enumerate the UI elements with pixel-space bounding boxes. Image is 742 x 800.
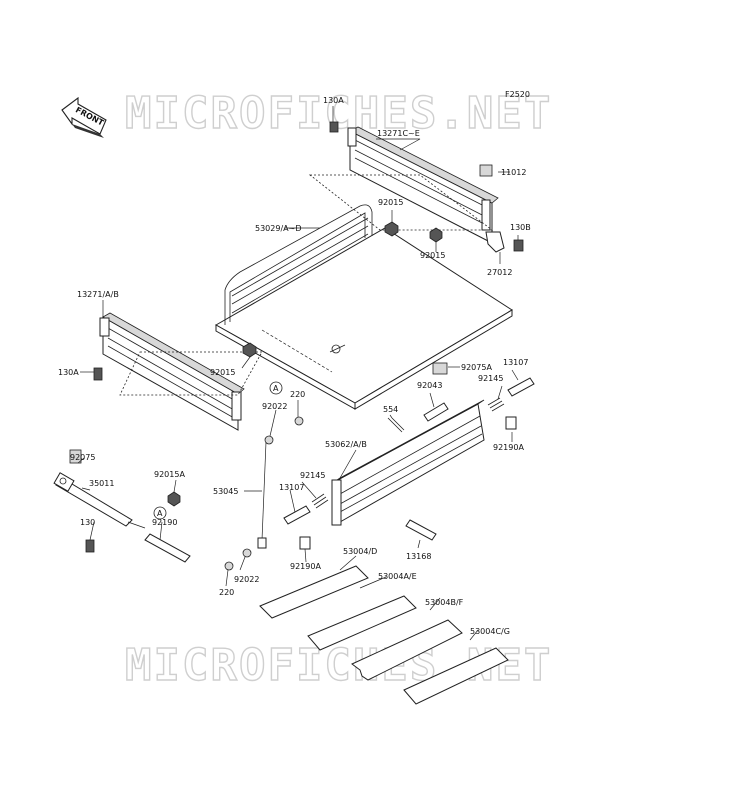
callout-92190a-b: 92190A [290, 562, 321, 571]
bed-mats-53004 [259, 565, 509, 705]
callout-92015-a: 92015 [378, 198, 403, 207]
callout-130a-left: 130A [58, 368, 79, 377]
callout-53062: 53062/A/B [325, 440, 367, 449]
ref-a-1: A [273, 384, 279, 393]
callout-53029: 53029/A~D [255, 224, 301, 233]
ref-a-circle-1 [269, 381, 283, 395]
callout-92015a: 92015A [154, 470, 185, 479]
washer-92022-a-icon [264, 435, 274, 445]
callout-220-a: 220 [290, 390, 305, 399]
side-gate-right-13271c [308, 126, 499, 244]
callout-13107-b: 13107 [279, 483, 304, 492]
washer-92022-b-icon [242, 548, 252, 558]
callout-35011: 35011 [89, 479, 114, 488]
callout-554: 554 [383, 405, 398, 414]
callout-130: 130 [80, 518, 95, 527]
leader-lines [77, 106, 519, 641]
cable-end-icon [257, 537, 267, 549]
pin-13107-b-icon [283, 505, 311, 525]
callout-130a-top: 130A [323, 96, 344, 105]
callout-13271ab: 13271/A/B [77, 290, 119, 299]
callout-53004bf: 53004B/F [425, 598, 464, 607]
callout-92043: 92043 [417, 381, 442, 390]
front-arrow-icon: FRONT [61, 96, 107, 138]
callout-13107-a: 13107 [503, 358, 528, 367]
callout-220-b: 220 [219, 588, 234, 597]
callout-92075: 92075 [70, 453, 95, 462]
callout-53004cg: 53004C/G [470, 627, 510, 636]
fasteners [69, 121, 535, 571]
cap-92075-icon [69, 449, 82, 464]
collar-92190a-b-icon [299, 536, 311, 550]
callout-92145-b: 92145 [300, 471, 325, 480]
callout-53004d: 53004/D [343, 547, 377, 556]
callout-53045: 53045 [213, 487, 238, 496]
bracket-27012-icon [485, 231, 505, 253]
cable-53045-icon [261, 441, 267, 541]
washer-220-b-icon [224, 561, 234, 571]
cap-11012-icon [479, 164, 493, 177]
bolt-130a-left-icon [93, 367, 103, 381]
callout-13271c-e: 13271C~E [377, 129, 420, 138]
collar-92190a-a-icon [505, 416, 517, 430]
callout-92015-c: 92015 [210, 368, 235, 377]
callout-92022-a: 92022 [262, 402, 287, 411]
callout-53004ae: 53004A/E [378, 572, 417, 581]
rod-13168-icon [405, 519, 437, 541]
ref-a-circle-2 [153, 506, 167, 520]
callout-13168: 13168 [406, 552, 431, 561]
figure-code: F2520 [505, 90, 530, 99]
cotter-554-icon [387, 417, 405, 433]
side-gate-left-13271 [99, 312, 263, 431]
nut-92015-b-icon [429, 227, 443, 243]
pin-92043-icon [423, 402, 449, 422]
spring-92145-a-icon [487, 397, 505, 412]
bolt-130b-icon [513, 239, 524, 252]
ref-a-2: A [157, 509, 163, 518]
pin-13107-a-icon [507, 377, 535, 397]
washer-220-a-icon [294, 416, 304, 426]
cargo-bed-53029 [214, 204, 513, 410]
callout-92022-b: 92022 [234, 575, 259, 584]
bolt-130-icon [85, 539, 95, 553]
rod-92190-icon [144, 533, 191, 563]
callout-27012: 27012 [487, 268, 512, 277]
callout-92190: 92190 [152, 518, 177, 527]
callout-92190a-a: 92190A [493, 443, 524, 452]
nut-92015a-icon [167, 491, 181, 507]
nut-92015-c-icon [242, 342, 257, 358]
latch-rod-35011 [53, 472, 146, 529]
callout-92145-a: 92145 [478, 374, 503, 383]
callout-92075a: 92075A [461, 363, 492, 372]
callout-11012: 11012 [501, 168, 526, 177]
tailgate-53062 [331, 399, 485, 526]
bolt-130a-top-icon [329, 121, 339, 133]
cap-92075a-icon [432, 362, 448, 375]
spring-92145-b-icon [311, 493, 329, 509]
callout-130b: 130B [510, 223, 531, 232]
callout-92015-b: 92015 [420, 251, 445, 260]
